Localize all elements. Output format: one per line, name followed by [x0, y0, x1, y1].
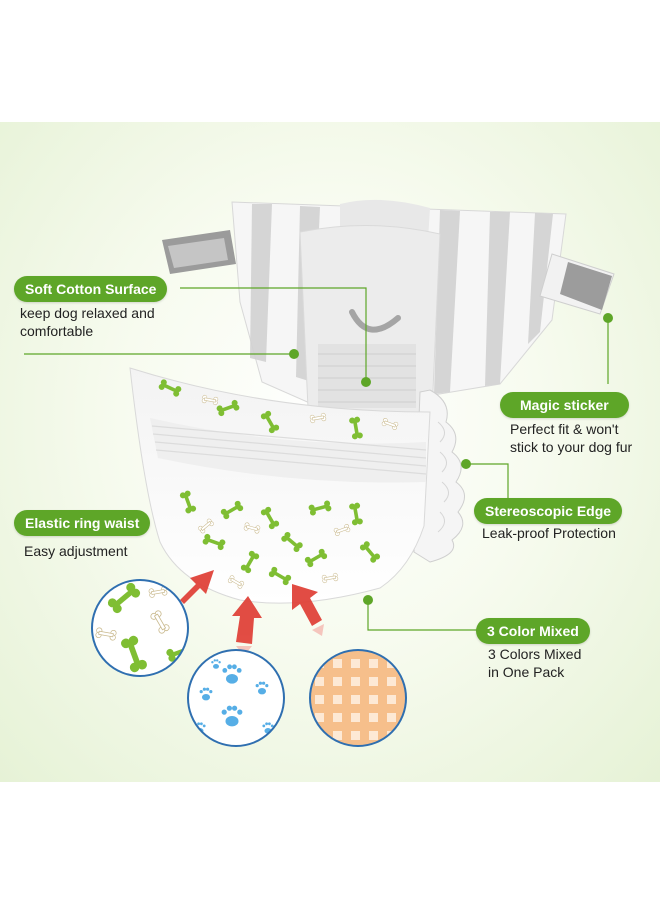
bone-pattern-swatch: [91, 579, 189, 677]
soft-cotton-surface-label: Soft Cotton Surface: [14, 276, 168, 302]
soft-cotton-surface-desc-1: keep dog relaxed and: [20, 305, 155, 321]
soft-cotton-surface-desc-2: comfortable: [20, 323, 94, 339]
magic-sticker-label: Magic sticker: [500, 392, 629, 418]
color-mixed-desc-1: 3 Colors Mixed: [488, 646, 582, 662]
stereoscopic-edge-label: Stereoscopic Edge: [474, 498, 623, 524]
product-infographic: Soft Cotton Surface keep dog relaxed and…: [0, 122, 660, 782]
color-mixed-desc-2: in One Pack: [488, 664, 565, 680]
elastic-ring-waist-desc: Easy adjustment: [24, 543, 128, 559]
magic-sticker-desc-1: Perfect fit & won't: [510, 421, 619, 437]
stereoscopic-edge-desc: Leak-proof Protection: [482, 525, 616, 541]
color-mixed-label: 3 Color Mixed: [476, 618, 590, 644]
elastic-ring-waist-label: Elastic ring waist: [14, 510, 151, 536]
paw-pattern-swatch: [187, 649, 285, 747]
diaper-illustration: [24, 199, 615, 747]
magic-sticker-desc-2: stick to your dog fur: [510, 439, 633, 455]
check-pattern-swatch: [309, 649, 407, 747]
